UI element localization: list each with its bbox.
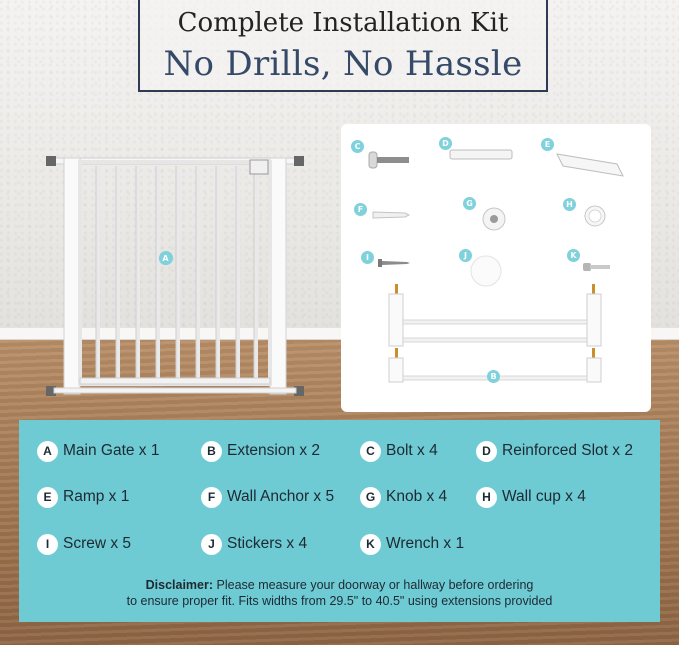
legend-item-label: Bolt x 4 xyxy=(386,442,438,459)
legend-item-wrench: K Wrench x 1 xyxy=(360,533,464,555)
letter-badge: H xyxy=(476,486,497,508)
legend-item-knob: G Knob x 4 xyxy=(360,486,447,508)
letter-badge: G xyxy=(360,486,381,508)
sticker-icon xyxy=(470,255,502,287)
letter-badge: I xyxy=(37,533,58,555)
legend-item-bolt: C Bolt x 4 xyxy=(360,440,438,462)
ramp-icon xyxy=(556,153,624,177)
letter-badge: C xyxy=(360,440,381,462)
part-badge-c: C xyxy=(351,140,364,153)
main-gate-illustration xyxy=(46,156,304,396)
reinforced-slot-icon xyxy=(449,149,513,160)
disclaimer-label: Disclaimer: xyxy=(145,578,214,592)
screw-icon xyxy=(378,259,410,267)
legend-item-main-gate: A Main Gate x 1 xyxy=(37,440,160,462)
disclaimer-text-2: to ensure proper fit. Fits widths from 2… xyxy=(126,594,553,608)
part-badge-d: D xyxy=(439,137,452,150)
legend-item-ramp: E Ramp x 1 xyxy=(37,486,129,508)
legend-item-extension: B Extension x 2 xyxy=(201,440,320,462)
part-badge-g: G xyxy=(463,197,476,210)
title-line-2: No Drills, No Hassle xyxy=(163,44,523,84)
letter-badge: J xyxy=(201,533,222,555)
legend-item-label: Wall Anchor x 5 xyxy=(227,488,335,505)
legend-item-label: Wall cup x 4 xyxy=(502,488,586,505)
legend-item-label: Reinforced Slot x 2 xyxy=(502,442,633,459)
part-badge-i: I xyxy=(361,251,374,264)
disclaimer-text-1: Please measure your doorway or hallway b… xyxy=(216,578,534,592)
legend-item-wall-cup: H Wall cup x 4 xyxy=(476,486,586,508)
wall-cup-icon xyxy=(584,205,606,227)
part-badge-f: F xyxy=(354,203,367,216)
legend-item-label: Stickers x 4 xyxy=(227,535,308,552)
legend-item-label: Extension x 2 xyxy=(227,442,321,459)
legend-item-label: Wrench x 1 xyxy=(386,535,465,552)
contents-legend xyxy=(19,420,660,622)
title-line-1: Complete Installation Kit xyxy=(177,8,509,38)
disclaimer-line-1: Disclaimer: Please measure your doorway … xyxy=(19,577,660,593)
legend-item-label: Knob x 4 xyxy=(386,488,448,505)
letter-badge: F xyxy=(201,486,222,508)
legend-item-stickers: J Stickers x 4 xyxy=(201,533,307,555)
bolt-icon xyxy=(368,151,409,169)
letter-badge: K xyxy=(360,533,381,555)
parts-panel: C D E F G H I J K xyxy=(341,124,651,412)
part-badge-b: B xyxy=(487,370,500,383)
part-badge-h: H xyxy=(563,198,576,211)
legend-item-screw: I Screw x 5 xyxy=(37,533,131,555)
part-badge-j: J xyxy=(459,249,472,262)
wrench-icon xyxy=(583,263,610,271)
legend-item-label: Screw x 5 xyxy=(63,535,132,552)
knob-icon xyxy=(482,207,506,231)
legend-item-label: Ramp x 1 xyxy=(63,488,130,505)
gate-label-badge: A xyxy=(159,252,172,265)
title-box: Complete Installation Kit No Drills, No … xyxy=(138,0,548,92)
disclaimer: Disclaimer: Please measure your doorway … xyxy=(19,577,660,609)
wall-anchor-icon xyxy=(372,211,411,219)
letter-badge: B xyxy=(201,440,222,462)
legend-item-label: Main Gate x 1 xyxy=(63,442,160,459)
legend-item-reinforced-slot: D Reinforced Slot x 2 xyxy=(476,440,633,462)
letter-badge: E xyxy=(37,486,58,508)
letter-badge: A xyxy=(37,440,58,462)
letter-badge: D xyxy=(476,440,497,462)
part-badge-e: E xyxy=(541,138,554,151)
part-badge-k: K xyxy=(567,249,580,262)
legend-item-wall-anchor: F Wall Anchor x 5 xyxy=(201,486,334,508)
